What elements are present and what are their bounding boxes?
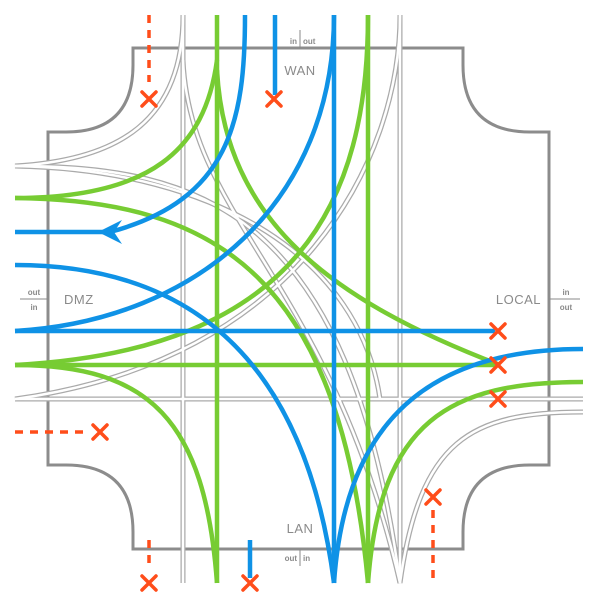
port-local-out-label: out bbox=[560, 303, 573, 312]
port-wan-name: WAN bbox=[284, 63, 315, 78]
port-wan-in-label: in bbox=[290, 37, 297, 46]
cross-icon bbox=[140, 90, 158, 108]
green-wan-to-dmz bbox=[14, 14, 371, 368]
port-local: in out LOCAL bbox=[496, 288, 580, 312]
passthrough-local-lower-curve-inner bbox=[398, 410, 584, 584]
cross-icon bbox=[424, 488, 442, 506]
passthrough-wan-left-curve-inner bbox=[14, 14, 185, 168]
port-lan-in-label: in bbox=[303, 554, 310, 563]
passthrough-lines bbox=[14, 14, 584, 584]
cross-icon bbox=[241, 574, 259, 592]
blue-wan-to-dmz-lower bbox=[14, 14, 337, 334]
block-crosses bbox=[91, 90, 507, 592]
passthrough-dmz-to-local-curve-inner bbox=[14, 164, 382, 400]
blue-wan-to-dmz bbox=[109, 14, 248, 235]
port-dmz-in-label: in bbox=[30, 303, 37, 312]
port-dmz-out-label: out bbox=[28, 288, 41, 297]
firewall-box-outline bbox=[46, 46, 551, 551]
green-dmz-horizontal-1 bbox=[14, 59, 220, 201]
arrowhead-icon bbox=[98, 220, 122, 244]
port-wan: in out WAN bbox=[284, 30, 316, 78]
port-lan-name: LAN bbox=[287, 521, 314, 536]
cross-icon bbox=[489, 356, 507, 374]
cross-icon bbox=[489, 322, 507, 340]
cross-icon bbox=[91, 423, 109, 441]
green-dmz-to-lan-lower bbox=[14, 362, 220, 584]
port-local-name: LOCAL bbox=[496, 292, 541, 307]
green-wan-to-local bbox=[214, 69, 501, 368]
port-dmz: out in DMZ bbox=[20, 288, 94, 312]
port-wan-out-label: out bbox=[303, 37, 316, 46]
cross-icon bbox=[489, 390, 507, 408]
green-local-to-lan bbox=[365, 379, 584, 584]
passthrough-local-lower-curve bbox=[397, 409, 584, 584]
port-local-in-label: in bbox=[562, 288, 569, 297]
passthrough-wan-left-curve bbox=[14, 14, 186, 169]
allowed-flows bbox=[14, 14, 584, 584]
blue-local-to-lan bbox=[331, 346, 584, 584]
cross-icon bbox=[140, 574, 158, 592]
passthrough-wan-right-curve-inner bbox=[14, 14, 402, 401]
blocked-stubs bbox=[15, 15, 435, 583]
port-lan-out-label: out bbox=[285, 554, 298, 563]
blue-dmz-to-lan bbox=[14, 262, 337, 584]
cross-icon bbox=[265, 90, 283, 108]
port-lan: out in LAN bbox=[285, 521, 314, 566]
green-dmz-to-lan bbox=[14, 195, 371, 584]
port-dmz-name: DMZ bbox=[64, 292, 94, 307]
traffic-flows bbox=[14, 14, 584, 584]
